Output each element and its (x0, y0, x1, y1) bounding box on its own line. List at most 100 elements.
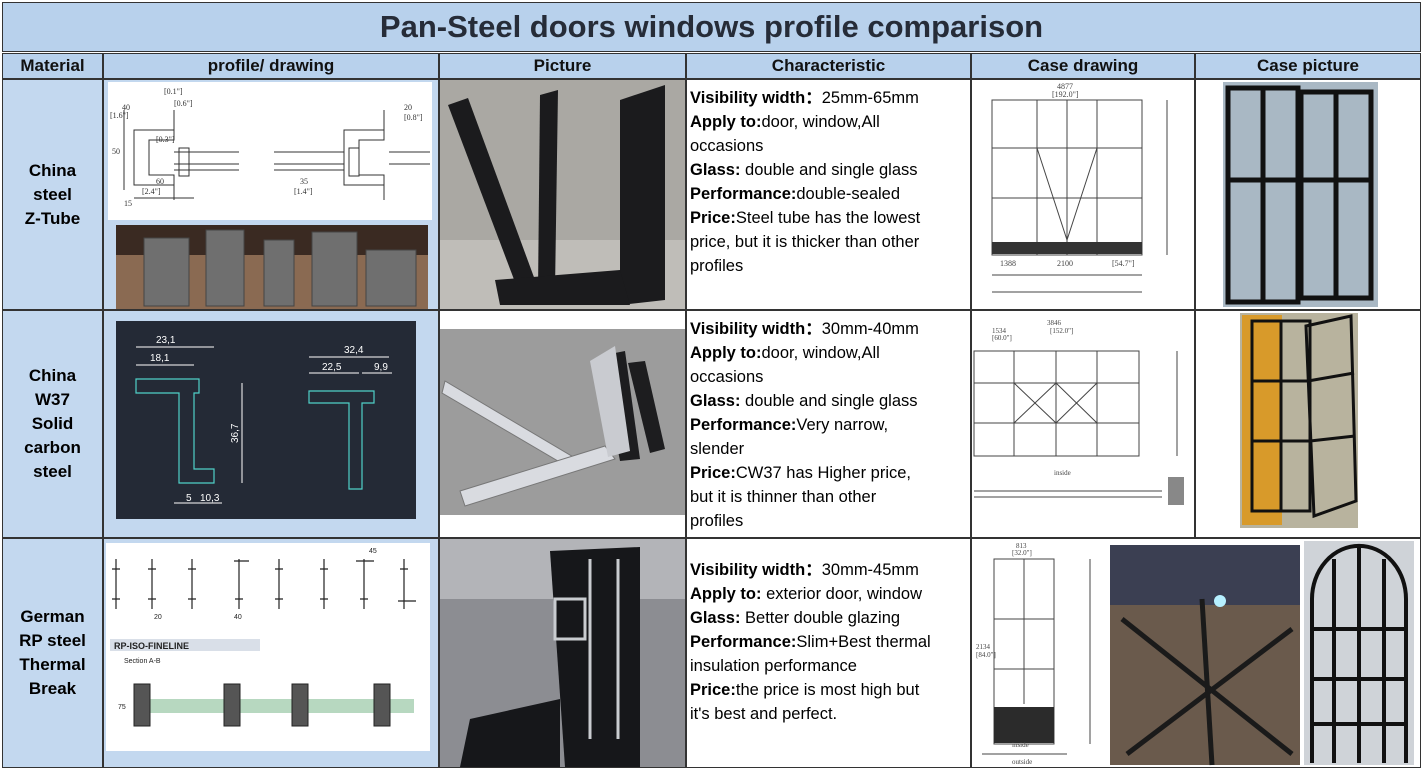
dim-label: [0.1"] (164, 87, 183, 96)
row1-characteristic: Visibility width：25mm-65mm Apply to:door… (686, 79, 971, 310)
dim-label: [84.0"] (976, 651, 996, 659)
material-line: German (20, 607, 85, 626)
z-tube-photo (440, 80, 685, 309)
row2-material: China W37 Solid carbon steel (2, 310, 103, 538)
dim-label: 75 (118, 704, 126, 711)
dim-label: 5 (186, 493, 192, 504)
dim-label: 2134 (976, 643, 991, 651)
header-case-drawing: Case drawing (971, 53, 1195, 79)
dim-label: 45 (369, 548, 377, 555)
row3-material: German RP steel Thermal Break (2, 538, 103, 768)
dim-label: 10,3 (200, 493, 220, 504)
dim-label: 20 (154, 614, 162, 621)
header-case-picture: Case picture (1195, 53, 1421, 79)
dim-label: 2100 (1057, 259, 1073, 268)
rp-steel-profile-drawing: RP-ISO-FINELINE Section A-B 20 40 45 75 (106, 543, 430, 751)
char-line: Apply to:door, window,All (690, 113, 880, 131)
dim-label: outside (1012, 758, 1032, 766)
row2-case-picture (1195, 310, 1421, 538)
dim-label: 36,7 (230, 423, 241, 443)
row3-characteristic: Visibility width：30mm-45mm Apply to: ext… (686, 538, 971, 768)
material-line: Break (28, 679, 77, 698)
char-line: occasions (690, 137, 764, 155)
material-line: Z-Tube (24, 208, 81, 228)
char-line: Glass: double and single glass (690, 392, 918, 410)
dim-label: 1534 (992, 327, 1007, 335)
header-material: Material (2, 53, 103, 79)
row3-profile-drawing: RP-ISO-FINELINE Section A-B 20 40 45 75 (103, 538, 439, 768)
dim-label: [54.7"] (1112, 259, 1135, 268)
char-line: Performance:double-sealed (690, 185, 901, 203)
header-picture: Picture (439, 53, 686, 79)
dim-label: 18,1 (150, 353, 170, 364)
material-line: steel (33, 184, 72, 204)
char-line: price, but it is thicker than other (690, 233, 920, 251)
row2-case-drawing: 3846 1534 [60.0"] [152.0"] inside (971, 310, 1195, 538)
char-line: Visibility width：30mm-45mm (690, 561, 919, 579)
char-line: Apply to: exterior door, window (690, 585, 922, 603)
char-line: Performance:Slim+Best thermal (690, 633, 931, 651)
char-line: Apply to:door, window,All (690, 344, 880, 362)
dim-label: 50 (112, 147, 120, 156)
material-line: steel (33, 462, 72, 481)
dim-label: inside (1054, 469, 1071, 477)
w37-profile-photo (440, 329, 685, 515)
dim-label: 15 (124, 199, 132, 208)
dim-label: 4877 (1057, 82, 1073, 91)
char-line: profiles (690, 257, 744, 275)
char-line: occasions (690, 368, 764, 386)
material-line: China (28, 366, 77, 385)
z-tube-profile-drawing: [0.1"] [0.6"] [1.6"] [0.3"] [2.4"] [1.4"… (108, 82, 432, 309)
dim-label: [32.0"] (1012, 549, 1032, 557)
row1-case-drawing: 4877 [192.0"] 2100 1388 [54.7"] (971, 79, 1195, 310)
row3-case: 813 [32.0"] 2134 [84.0"] inside outside (971, 538, 1421, 768)
char-line: insulation performance (690, 657, 857, 675)
dim-label: [60.0"] (992, 334, 1012, 342)
dim-label: [1.6"] (110, 111, 129, 120)
row1-case-picture (1195, 79, 1421, 310)
char-line: Price:the price is most high but (690, 681, 920, 699)
dim-label: [0.8"] (404, 113, 423, 122)
dim-label: [0.6"] (174, 99, 193, 108)
dim-label: 9,9 (374, 362, 388, 373)
char-line: it's best and perfect. (690, 705, 838, 723)
dim-label: 40 (234, 614, 242, 621)
rp-steel-profile-photo (440, 539, 685, 767)
section-subtitle: Section A-B (124, 658, 161, 665)
material-line: carbon (24, 438, 81, 457)
char-line: Glass: Better double glazing (690, 609, 901, 627)
material-line: Solid (31, 414, 74, 433)
row3-picture (439, 538, 686, 768)
row1-picture (439, 79, 686, 310)
dim-label: [192.0"] (1052, 90, 1079, 99)
page-title: Pan-Steel doors windows profile comparis… (2, 2, 1421, 52)
row1-material: China steel Z-Tube (2, 79, 103, 310)
row1-profile-drawing: [0.1"] [0.6"] [1.6"] [0.3"] [2.4"] [1.4"… (103, 79, 439, 310)
char-line: profiles (690, 512, 744, 530)
z-tube-case-drawing: 4877 [192.0"] 2100 1388 [54.7"] (991, 82, 1168, 293)
dim-label: 35 (300, 177, 308, 186)
dim-label: 20 (404, 103, 412, 112)
row2-picture (439, 310, 686, 538)
dim-label: 40 (122, 103, 130, 112)
material-line: RP steel (19, 631, 86, 650)
header-profile: profile/ drawing (103, 53, 439, 79)
material-line: W37 (35, 390, 70, 409)
char-line: Visibility width：30mm-40mm (690, 320, 919, 338)
dim-label: 23,1 (156, 335, 176, 346)
rp-steel-case-drawing-and-photos: 813 [32.0"] 2134 [84.0"] inside outside (976, 541, 1414, 766)
header-characteristic: Characteristic (686, 53, 971, 79)
dim-label: [1.4"] (294, 187, 313, 196)
dim-label: [2.4"] (142, 187, 161, 196)
char-line: but it is thinner than other (690, 488, 877, 506)
dim-label: 1388 (1000, 259, 1016, 268)
section-name: RP-ISO-FINELINE (114, 641, 189, 651)
char-line: Visibility width：25mm-65mm (690, 89, 919, 107)
char-line: slender (690, 440, 745, 458)
dim-label: 32,4 (344, 345, 364, 356)
material-line: China (28, 160, 77, 180)
char-line: Price:CW37 has Higher price, (690, 464, 912, 482)
row2-characteristic: Visibility width：30mm-40mm Apply to:door… (686, 310, 971, 538)
z-tube-door-photo (1223, 82, 1378, 307)
